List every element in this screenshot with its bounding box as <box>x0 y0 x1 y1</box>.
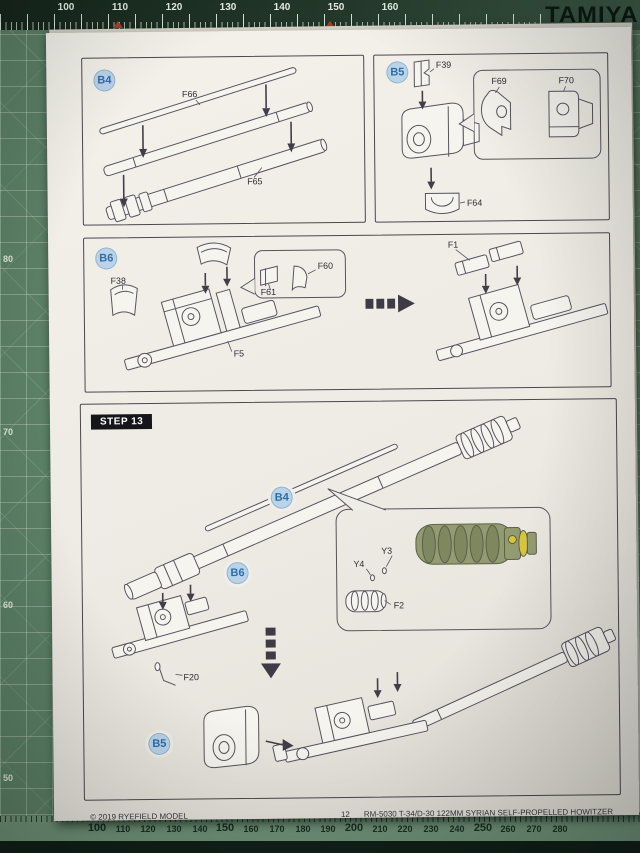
label-f5: F5 <box>234 348 245 358</box>
ruler-number: 100 <box>87 822 107 834</box>
assembly-arrows <box>204 266 228 286</box>
ruler-number: 190 <box>320 824 336 834</box>
ruler-number: 140 <box>273 2 291 13</box>
label-f38: F38 <box>111 276 126 286</box>
label-f60: F60 <box>318 261 333 271</box>
gun-barrel-upper <box>123 415 521 600</box>
ruler-number: 150 <box>215 822 235 834</box>
instruction-sheet: B4 <box>45 26 640 822</box>
red-marker-icon <box>325 21 335 28</box>
ruler-number: 210 <box>372 824 388 834</box>
paint-inset-box <box>335 506 552 632</box>
label-y4: Y4 <box>353 559 364 569</box>
assembled-carriage <box>435 240 609 361</box>
ruler-number: 250 <box>473 822 493 834</box>
label-f64: F64 <box>467 198 482 208</box>
barrel-parts <box>99 67 328 223</box>
step-title: STEP 13 <box>90 413 153 430</box>
mat-edge <box>0 841 640 853</box>
breech-parts <box>401 59 480 215</box>
ruler-number: 200 <box>344 822 364 834</box>
ruler-number: 160 <box>381 2 399 13</box>
inset-pointer <box>458 113 475 133</box>
label-f2: F2 <box>394 600 405 610</box>
label-f66: F66 <box>182 89 197 99</box>
inset-parts <box>260 265 308 292</box>
ruler-number: 60 <box>3 600 14 610</box>
ruler-number: 160 <box>243 824 259 834</box>
ruler-number: 120 <box>140 824 156 834</box>
ruler-number: 110 <box>111 2 129 13</box>
label-y3: Y3 <box>381 546 392 556</box>
ruler-number: 280 <box>552 824 568 834</box>
panel-step13: STEP 13 B4 B6 B5 <box>79 398 621 801</box>
badge-b5-callout: B5 <box>148 732 171 756</box>
assembly-arrows <box>484 265 519 286</box>
dashed-arrow-down-icon <box>260 627 281 679</box>
ruler-number: 120 <box>165 2 183 13</box>
label-f61: F61 <box>261 287 276 297</box>
dashed-arrow-right-icon <box>365 294 415 313</box>
copyright: © 2019 RYEFIELD MODEL <box>90 811 188 822</box>
ruler-number: 100 <box>57 2 75 13</box>
ruler-number: 70 <box>3 427 14 437</box>
label-f69: F69 <box>491 76 506 86</box>
badge-b6-callout: B6 <box>226 561 249 585</box>
ruler-number: 150 <box>327 2 345 13</box>
assembly-arrows <box>421 90 432 182</box>
breech-part-b5 <box>203 705 260 769</box>
muzzle-part-f2 <box>345 567 387 613</box>
page-number: 12 <box>340 809 350 820</box>
clamp-parts <box>481 89 594 138</box>
detail-inset-box <box>473 68 602 160</box>
ruler-number: 270 <box>526 824 542 834</box>
label-f1: F1 <box>448 240 459 250</box>
panel-b6: B6 <box>83 232 612 393</box>
label-f20: F20 <box>183 672 199 682</box>
diagram-step13-final: Y3 Y4 F2 F20 <box>111 415 617 769</box>
inset-pointer <box>239 277 256 295</box>
ruler-number: 140 <box>192 824 208 834</box>
diagram-b4-barrel: F66 F65 <box>99 67 328 223</box>
ruler-number: 110 <box>115 824 131 834</box>
label-f39: F39 <box>436 60 451 70</box>
diagram-b5-breech: F39 F69 F70 F64 <box>401 59 602 215</box>
arrow-heads <box>418 101 436 190</box>
badge-b6: B6 <box>95 247 118 270</box>
ruler-number: 260 <box>500 824 516 834</box>
ruler-number: 50 <box>3 773 14 783</box>
arrow-heads <box>158 593 195 610</box>
ruler-number: 170 <box>269 824 285 834</box>
badge-b5: B5 <box>386 61 409 84</box>
detail-inset-box <box>253 249 347 299</box>
assembly-arrows <box>161 584 192 602</box>
ruler-number: 80 <box>3 254 14 264</box>
arrow-heads <box>481 277 522 294</box>
label-f65: F65 <box>247 176 262 186</box>
arrow-heads <box>119 108 296 208</box>
assembly-arrows <box>122 84 293 199</box>
red-marker-icon <box>113 21 123 28</box>
ruler-number: 220 <box>397 824 413 834</box>
inset-pointer <box>327 488 386 511</box>
carriage-sub-assembly <box>111 594 249 686</box>
ruler-number: 130 <box>166 824 182 834</box>
badge-b4-callout: B4 <box>270 486 293 509</box>
step13-final-assembly <box>203 626 617 769</box>
badge-b4: B4 <box>93 69 116 92</box>
ruler-number: 240 <box>449 824 465 834</box>
panel-b5: B5 <box>373 52 610 223</box>
ruler-ticks-minor <box>0 816 640 822</box>
panel-b4: B4 <box>81 54 366 226</box>
ruler-number: 230 <box>423 824 439 834</box>
painted-muzzle-brake <box>415 523 537 565</box>
ruler-number: 180 <box>295 824 311 834</box>
diagram-b6-carriage: F38 F61 F60 F5 F1 <box>110 240 609 371</box>
ruler-number: 130 <box>219 2 237 13</box>
arrow-heads <box>201 278 231 294</box>
label-f70: F70 <box>559 75 574 85</box>
carriage-parts <box>110 242 322 371</box>
